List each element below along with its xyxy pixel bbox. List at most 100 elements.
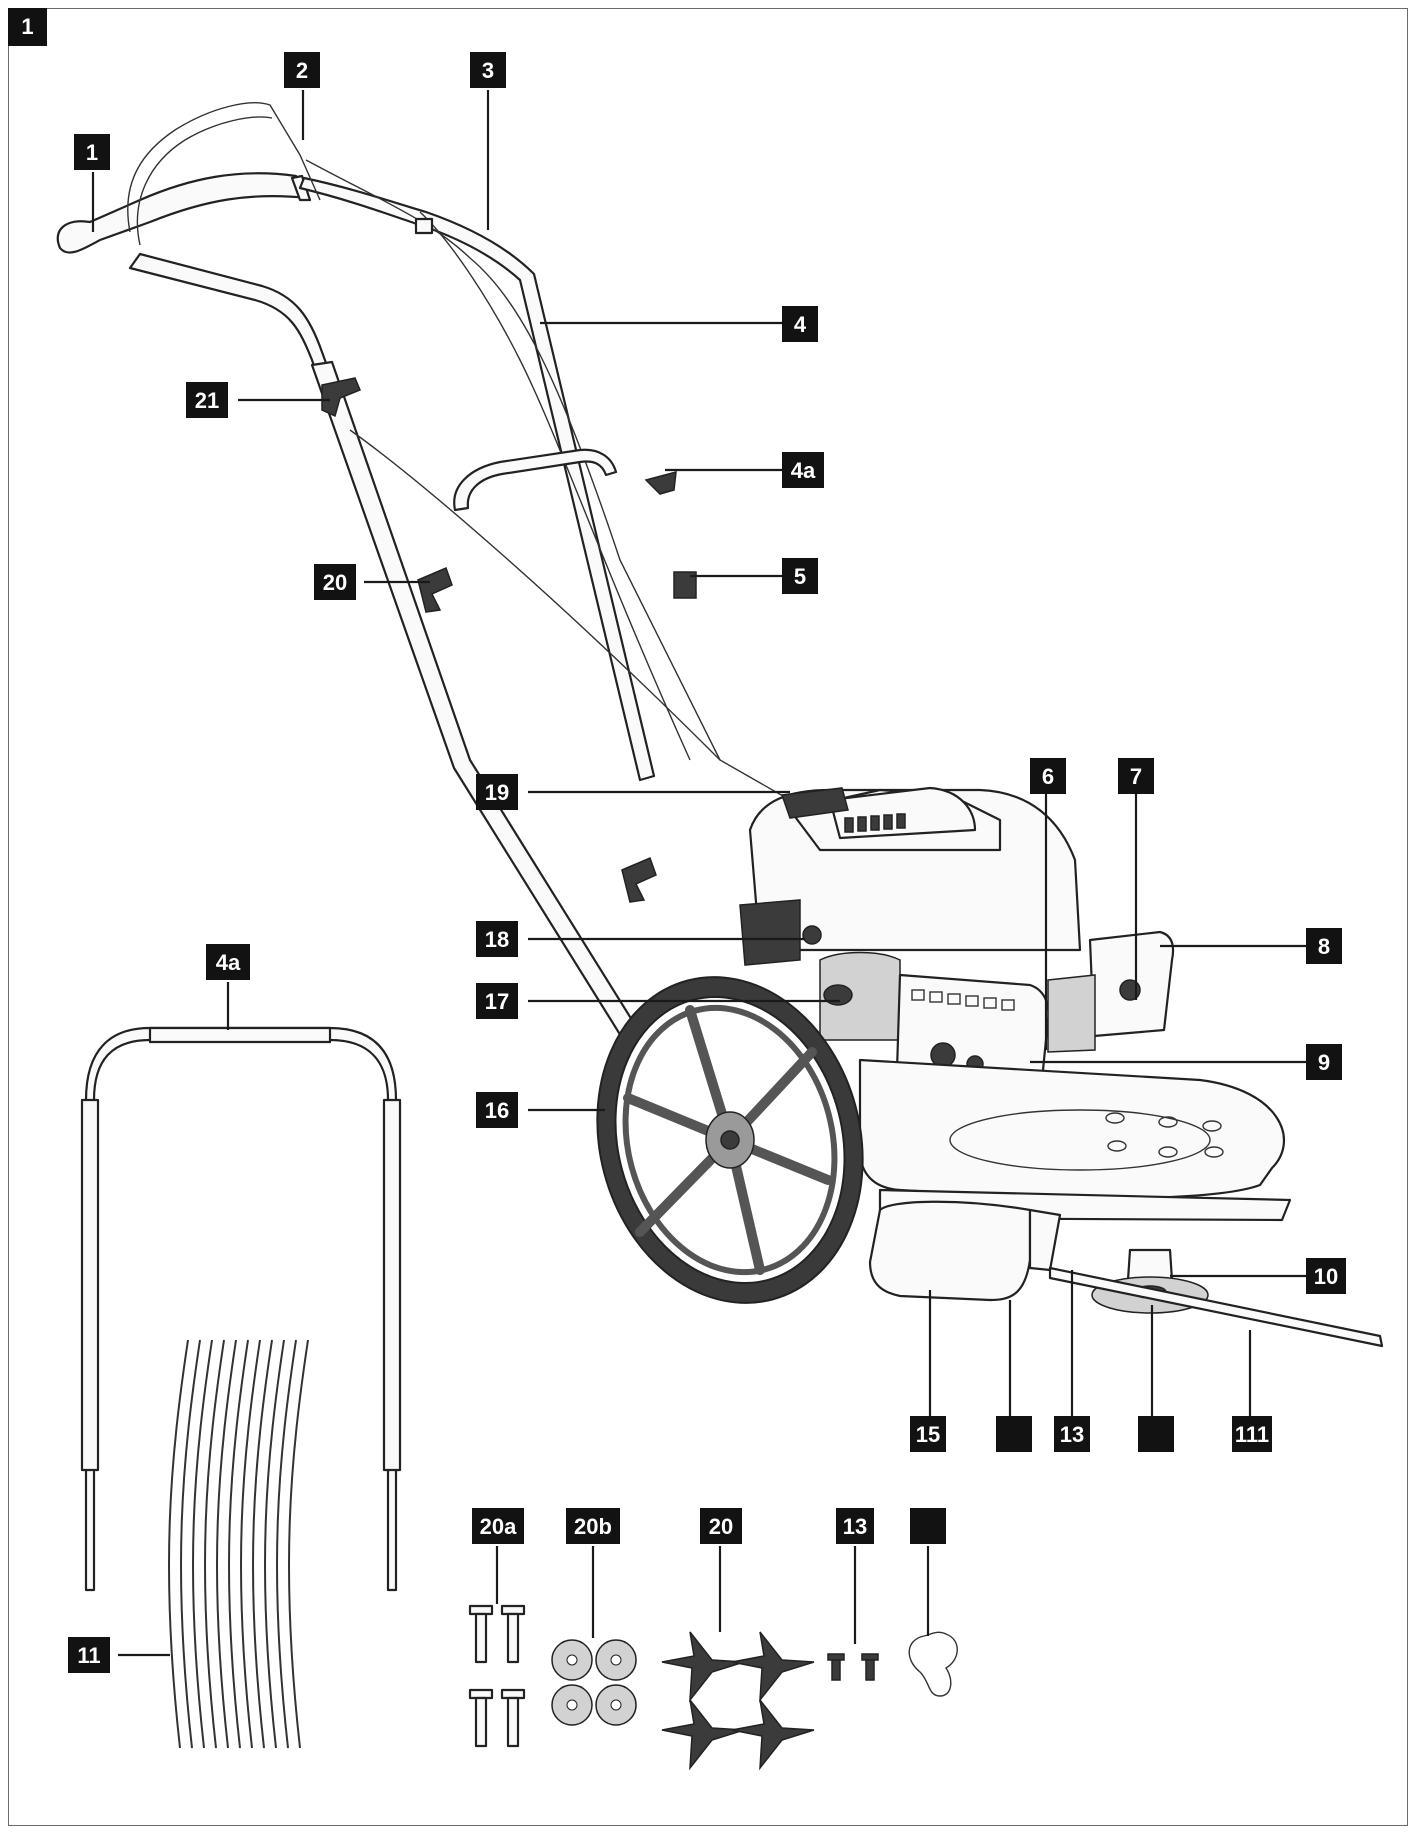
label-blank-1 [996, 1416, 1032, 1452]
washers-20b [551, 1639, 637, 1726]
crossbar-u-tube [84, 1026, 398, 1592]
svg-text:9: 9 [1318, 1050, 1330, 1075]
label-3: 3 [470, 52, 506, 88]
label-13: 13 [1054, 1416, 1090, 1452]
svg-text:5: 5 [794, 564, 806, 589]
deck-plate [949, 1109, 1211, 1171]
wheel-16 [596, 976, 864, 1304]
fuel-tank-side-18 [739, 899, 801, 966]
cable-2 [419, 211, 691, 761]
label-4a-detail: 4a [206, 944, 250, 980]
screws-13 [827, 1653, 879, 1681]
label-1: 1 [74, 134, 110, 170]
deck-holes [1105, 1112, 1224, 1158]
svg-text:18: 18 [485, 927, 509, 952]
label-21: 21 [186, 382, 228, 418]
svg-text:15: 15 [916, 1422, 940, 1447]
svg-text:20: 20 [709, 1514, 733, 1539]
svg-text:4a: 4a [216, 950, 241, 975]
svg-text:11: 11 [77, 1643, 100, 1668]
cable-clip [414, 217, 434, 235]
svg-text:21: 21 [195, 388, 219, 413]
label-17: 17 [476, 983, 518, 1019]
carburetor-7 [1047, 974, 1096, 1053]
engine-cable [349, 429, 791, 801]
svg-text:8: 8 [1318, 934, 1330, 959]
cross-bar-4a [453, 448, 618, 512]
cutting-deck [858, 1058, 1384, 1348]
upper-handle-left-bend [128, 252, 332, 380]
label-blank-3 [910, 1508, 946, 1544]
label-blank-2 [1138, 1416, 1174, 1452]
crossbar-right-sleeve [382, 1098, 402, 1472]
label-4: 4 [782, 306, 818, 342]
crossbar-grip-section [148, 1026, 332, 1044]
spindle [1126, 1248, 1174, 1282]
star-knobs-20 [661, 1631, 815, 1771]
svg-text:111: 111 [1235, 1422, 1269, 1447]
knob-21 [321, 377, 361, 418]
label-19: 19 [476, 774, 518, 810]
brake-lever-inner [136, 116, 273, 246]
knob-right [644, 470, 677, 495]
label-5: 5 [782, 558, 818, 594]
figure-number-badge: 1 [8, 8, 47, 46]
handle-assembly [56, 102, 791, 1136]
label-11-detail: 11 [68, 1637, 110, 1673]
label-13-parts: 13 [836, 1508, 874, 1544]
crossbar-left-sleeve [80, 1098, 100, 1472]
leader-lines [91, 90, 1306, 1657]
svg-text:3: 3 [482, 58, 494, 83]
handle-grip-foam [56, 172, 310, 254]
svg-text:2: 2 [296, 58, 308, 83]
label-20a: 20a [472, 1508, 524, 1544]
label-4a: 4a [782, 452, 824, 488]
crossbar-detail [80, 1026, 402, 1592]
label-7: 7 [1118, 758, 1154, 794]
label-111: 111 [1232, 1416, 1272, 1452]
brake-lever [127, 102, 321, 233]
spare-lines-detail [167, 1339, 309, 1749]
svg-text:7: 7 [1130, 764, 1142, 789]
lower-knob [621, 856, 657, 903]
upper-handle-right-tube [298, 176, 656, 782]
label-2: 2 [284, 52, 320, 88]
svg-text:20: 20 [323, 570, 347, 595]
bolts-20a [468, 1604, 526, 1748]
figure-frame [8, 8, 1408, 1826]
svg-text:19: 19 [485, 780, 509, 805]
svg-text:6: 6 [1042, 764, 1054, 789]
spring-clip [908, 1631, 958, 1697]
svg-text:20b: 20b [574, 1514, 612, 1539]
air-filter-vents [911, 989, 1015, 1011]
svg-text:10: 10 [1314, 1264, 1338, 1289]
label-18: 18 [476, 921, 518, 957]
guard-flap [1028, 1208, 1062, 1272]
label-15: 15 [910, 1416, 946, 1452]
deck-top [858, 1058, 1286, 1200]
knob-20 [417, 566, 453, 613]
label-9: 9 [1306, 1044, 1342, 1080]
svg-text:1: 1 [86, 140, 98, 165]
fuel-cap-18 [802, 925, 822, 945]
svg-text:20a: 20a [480, 1514, 517, 1539]
svg-text:13: 13 [843, 1514, 867, 1539]
label-16: 16 [476, 1092, 518, 1128]
cutting-line [1048, 1266, 1384, 1348]
svg-text:16: 16 [485, 1098, 509, 1123]
cable-clip-5 [673, 571, 697, 599]
label-8: 8 [1306, 928, 1342, 964]
label-20b: 20b [566, 1508, 620, 1544]
cable-holder-19 [780, 787, 849, 819]
svg-text:4a: 4a [791, 458, 816, 483]
label-20-parts: 20 [700, 1508, 742, 1544]
vent-slots [844, 813, 906, 833]
guard-15 [868, 1200, 1032, 1302]
svg-text:17: 17 [485, 989, 509, 1014]
svg-text:4: 4 [794, 312, 807, 337]
wheel-axle [720, 1130, 740, 1150]
label-badges: 1 2 3 4 4a 5 6 7 8 9 10 111 13 15 16 17 … [68, 52, 1346, 1673]
label-20: 20 [314, 564, 356, 600]
label-6: 6 [1030, 758, 1066, 794]
